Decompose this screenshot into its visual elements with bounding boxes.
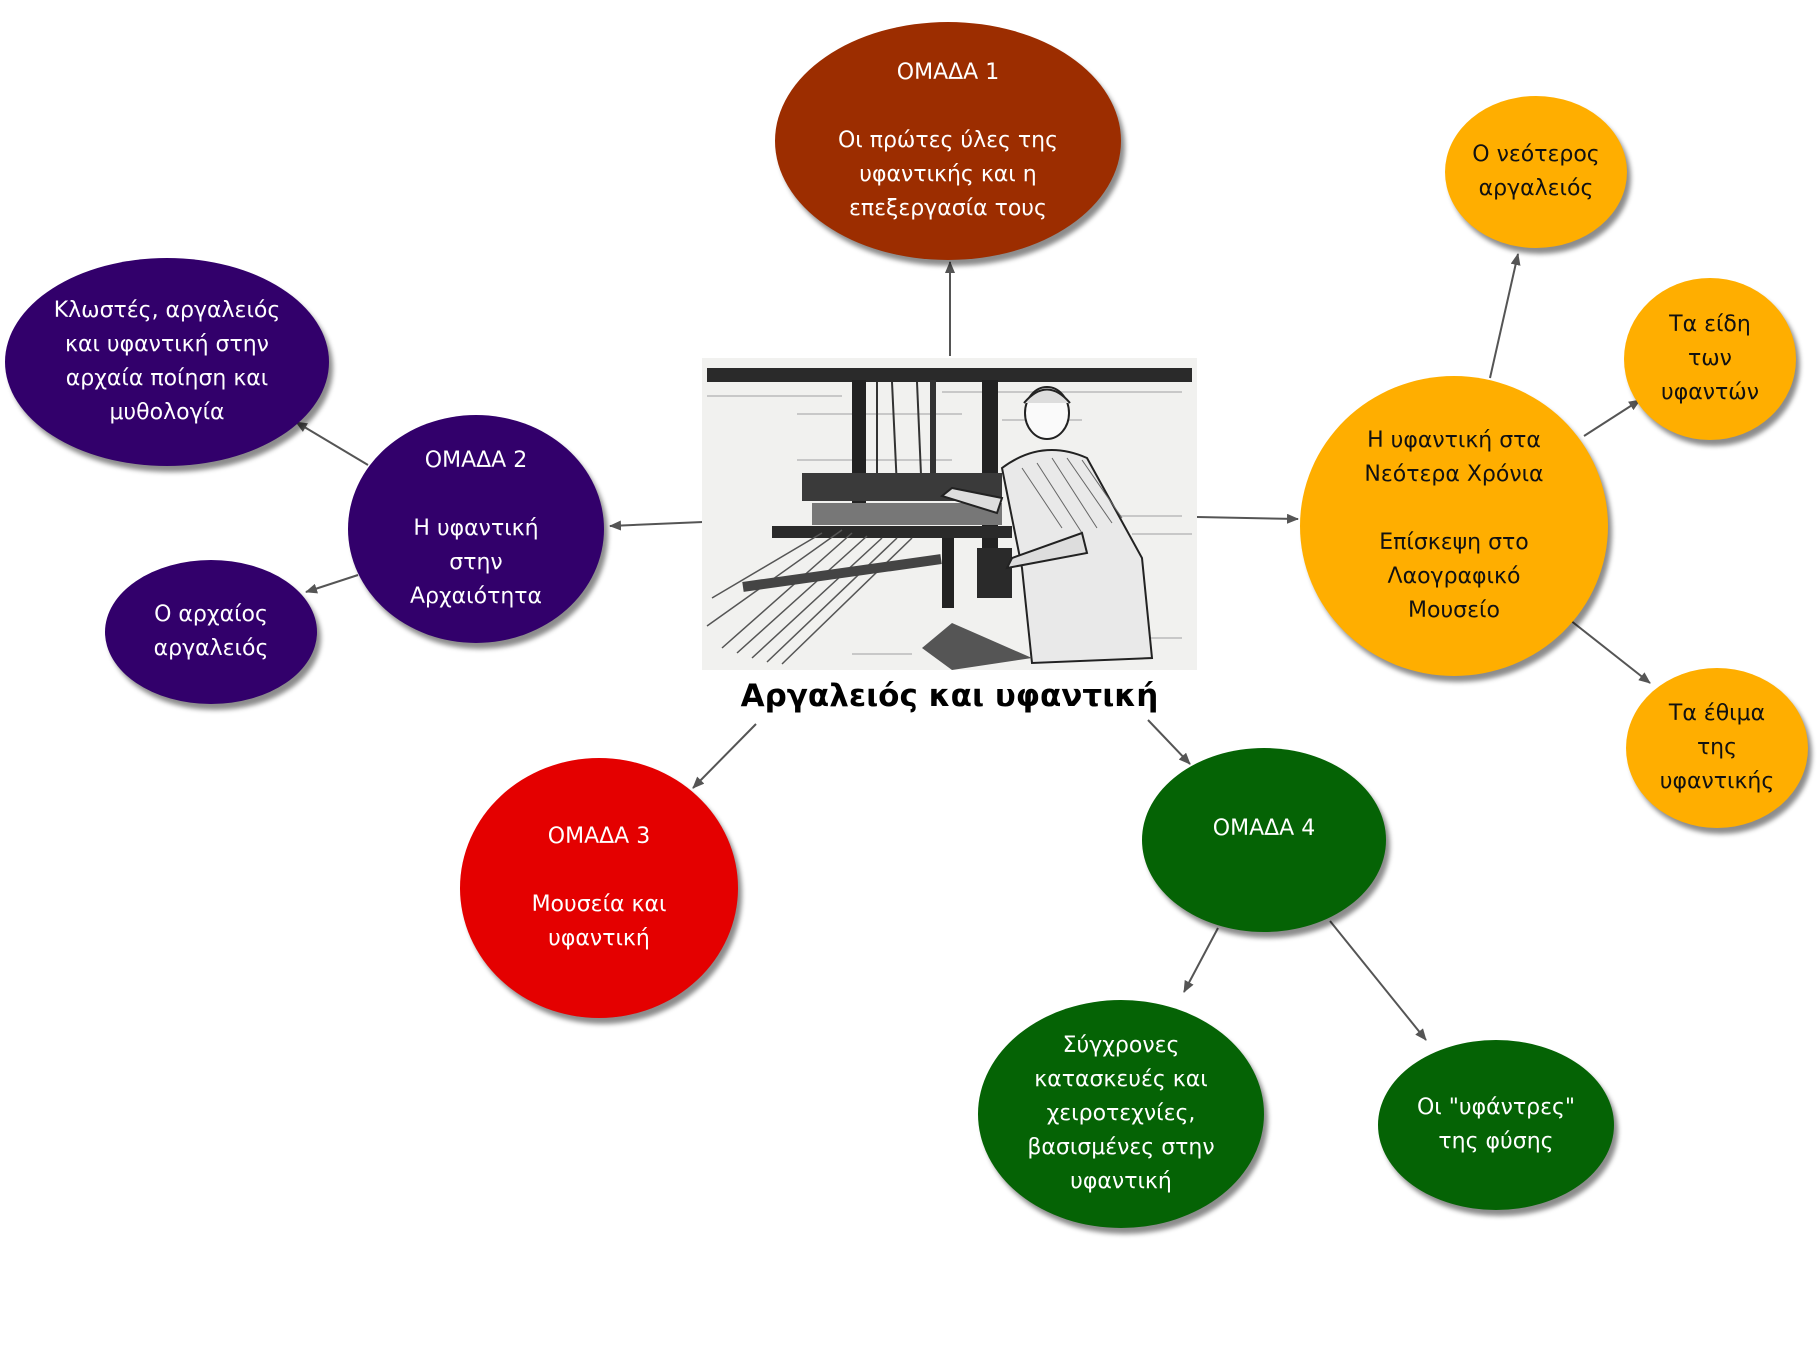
edge-modern-to-newer-loom (1489, 253, 1521, 379)
nature-weavers-node[interactable]: Οι "υφάντρες" της φύσης (1378, 1040, 1614, 1210)
edge-center-to-modern (1196, 513, 1299, 524)
edge-center-to-group3 (692, 723, 757, 789)
edge-group2-to-ancient-loom (305, 574, 359, 594)
loom-drawing (702, 358, 1197, 670)
newer-loom-node[interactable]: Ο νεότερος αργαλειός (1445, 96, 1627, 248)
group4-node[interactable]: ΟΜΑΔΑ 4 (1142, 748, 1386, 932)
ancient-poetry-node[interactable]: Κλωστές, αργαλειός και υφαντική στην αρχ… (5, 258, 329, 466)
nature-weavers-text: Οι "υφάντρες" της φύσης (1416, 1095, 1576, 1154)
weaving-customs-node[interactable]: Τα έθιμα της υφαντικής (1626, 668, 1808, 828)
group3-topic: Μουσεία και υφαντική (531, 892, 667, 951)
group1-topic: Οι πρώτες ύλες της υφαντικής και η επεξε… (837, 128, 1059, 221)
ancient-poetry-text: Κλωστές, αργαλειός και υφαντική στην αρχ… (53, 298, 281, 425)
newer-loom-text: Ο νεότερος αργαλειός (1472, 142, 1600, 201)
group1-heading: ΟΜΑΔΑ 1 (896, 60, 1000, 85)
modern-crafts-text: Σύγχρονες κατασκευές και χειροτεχνίες, β… (1027, 1033, 1215, 1194)
group3-node[interactable]: ΟΜΑΔΑ 3 Μουσεία και υφαντική (460, 758, 738, 1018)
edge-group4-to-crafts (1183, 927, 1219, 993)
ancient-loom-node[interactable]: Ο αρχαίος αργαλειός (105, 560, 317, 704)
ancient-loom-text: Ο αρχαίος αργαλειός (153, 602, 269, 661)
diagram-title: Αργαλειός και υφαντική (740, 678, 1159, 714)
group2-heading: ΟΜΑΔΑ 2 (424, 448, 528, 473)
modern-times-heading: Η υφαντική στα Νεότερα Χρόνια (1364, 428, 1544, 487)
edge-modern-to-customs (1569, 619, 1651, 684)
group4-heading: ΟΜΑΔΑ 4 (1212, 816, 1316, 841)
edge-group2-to-poetry (295, 421, 369, 466)
fabric-types-node[interactable]: Τα είδη των υφαντών (1624, 278, 1796, 440)
group3-heading: ΟΜΑΔΑ 3 (547, 824, 651, 849)
group1-node[interactable]: ΟΜΑΔΑ 1 Οι πρώτες ύλες της υφαντικής και… (775, 22, 1121, 260)
edge-center-to-group2 (609, 520, 704, 531)
fabric-types-text: Τα είδη των υφαντών (1661, 312, 1759, 405)
edge-group4-to-nature (1329, 920, 1427, 1041)
group2-node[interactable]: ΟΜΑΔΑ 2 Η υφαντική στην Αρχαιότητα (348, 415, 604, 643)
loom-illustration (702, 358, 1197, 670)
modern-times-node[interactable]: Η υφαντική στα Νεότερα Χρόνια Επίσκεψη σ… (1300, 376, 1608, 676)
edge-modern-to-types (1583, 399, 1641, 437)
weaving-customs-text: Τα έθιμα της υφαντικής (1659, 701, 1775, 794)
group2-topic: Η υφαντική στην Αρχαιότητα (409, 516, 543, 609)
modern-times-topic: Επίσκεψη στο Λαογραφικό Μουσείο (1379, 530, 1529, 623)
edge-center-to-group4 (1147, 719, 1191, 765)
modern-crafts-node[interactable]: Σύγχρονες κατασκευές και χειροτεχνίες, β… (978, 1000, 1264, 1228)
